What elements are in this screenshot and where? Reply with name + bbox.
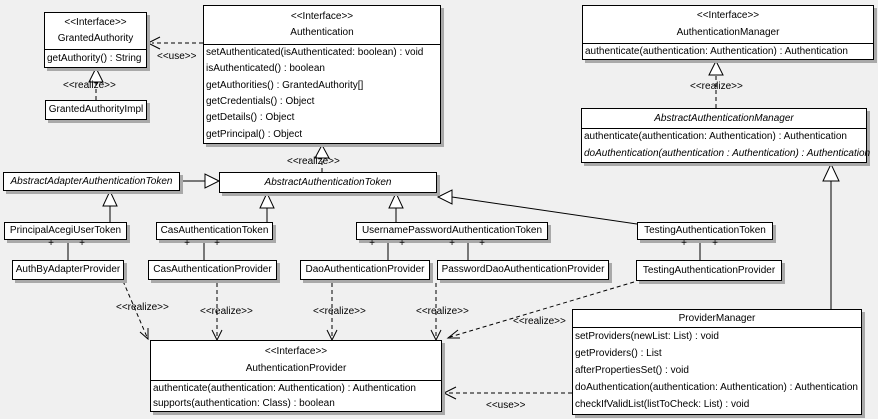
edge-generalize-providermanager-abstractauthenticationmanager[interactable]	[822, 162, 840, 309]
class-method: getCredentials() : Object	[206, 96, 315, 108]
class-granted-authority-impl[interactable]: GrantedAuthorityImpl	[45, 100, 147, 120]
class-method: setAuthenticated(isAuthenticated: boolea…	[206, 47, 424, 59]
edge-generalize-usernamepasswordtoken-abstracttoken[interactable]	[388, 191, 404, 222]
realize-label: <<realize>>	[116, 302, 169, 313]
class-abstract-authentication-manager[interactable]: AbstractAuthenticationManager authentica…	[581, 108, 871, 163]
plus-mark: +	[48, 238, 54, 249]
class-name: AbstractAdapterAuthenticationToken	[10, 175, 173, 187]
class-method: getProviders() : List	[575, 347, 662, 359]
class-authentication[interactable]: <<Interface>> Authentication setAuthenti…	[203, 5, 441, 144]
edge-generalize-principalacegiusertoken-abstractadaptertoken[interactable]	[102, 189, 118, 222]
class-provider-manager[interactable]: ProviderManager setProviders(newList: Li…	[572, 309, 862, 415]
class-method: getAuthority() : String	[47, 52, 142, 64]
class-abstract-adapter-authentication-token[interactable]: AbstractAdapterAuthenticationToken	[3, 172, 180, 191]
class-password-dao-authentication-provider[interactable]: PasswordDaoAuthenticationProvider	[437, 260, 609, 280]
edge-realize-authbyadapterprovider-authenticationprovider[interactable]	[122, 280, 149, 341]
class-method: doAuthentication(authentication : Authen…	[584, 147, 871, 159]
class-testing-authentication-token[interactable]: TestingAuthenticationToken	[637, 222, 773, 240]
class-name: TestingAuthenticationToken	[644, 225, 766, 236]
class-testing-authentication-provider[interactable]: TestingAuthenticationProvider	[636, 260, 782, 281]
realize-label: <<realize>>	[513, 316, 566, 327]
class-stereotype: <<Interface>>	[264, 346, 328, 357]
class-method: supports(authentication: Class) : boolea…	[153, 397, 335, 409]
class-name: ProviderManager	[678, 312, 756, 324]
class-stereotype: <<Interface>>	[696, 10, 760, 22]
class-name: Authentication	[290, 27, 354, 39]
edge-generalize-abstractadaptertoken-abstracttoken[interactable]	[180, 173, 221, 189]
class-method: doAuthentication(authentication: Authent…	[575, 382, 858, 394]
class-name: TestingAuthenticationProvider	[642, 264, 776, 276]
class-name: AuthenticationManager	[676, 26, 780, 38]
class-name: PrincipalAcegiUserToken	[9, 225, 122, 236]
class-dao-authentication-provider[interactable]: DaoAuthenticationProvider	[300, 260, 430, 280]
plus-mark: +	[184, 238, 190, 249]
class-name: GrantedAuthorityImpl	[48, 104, 144, 115]
edge-realize-abstracttoken-authentication[interactable]	[314, 143, 330, 172]
class-method: checkIfValidList(listToCheck: List) : vo…	[575, 399, 750, 411]
class-method: afterPropertiesSet() : void	[575, 364, 689, 376]
class-stereotype: <<Interface>>	[290, 10, 354, 22]
class-name: CasAuthenticationToken	[160, 225, 269, 236]
class-stereotype: <<Interface>>	[64, 17, 127, 28]
class-abstract-authentication-token[interactable]: AbstractAuthenticationToken	[219, 172, 437, 193]
class-principal-acegi-user-token[interactable]: PrincipalAcegiUserToken	[4, 222, 127, 240]
realize-label: <<realize>>	[200, 306, 253, 317]
class-method: authenticate(authentication: Authenticat…	[153, 382, 416, 394]
class-method: authenticate(authentication: Authenticat…	[585, 45, 848, 57]
class-granted-authority[interactable]: <<Interface>> GrantedAuthority getAuthor…	[44, 12, 147, 68]
class-auth-by-adapter-provider[interactable]: AuthByAdapterProvider	[12, 260, 124, 280]
class-method: getPrincipal() : Object	[206, 128, 303, 140]
class-name: DaoAuthenticationProvider	[305, 264, 425, 275]
class-method: getAuthorities() : GrantedAuthority[]	[206, 79, 364, 91]
realize-label: <<realize>>	[63, 80, 116, 91]
class-cas-authentication-provider[interactable]: CasAuthenticationProvider	[148, 260, 277, 280]
plus-mark: +	[399, 238, 405, 249]
plus-mark: +	[449, 238, 455, 249]
class-name: AbstractAuthenticationToken	[264, 176, 392, 188]
class-authentication-manager[interactable]: <<Interface>> AuthenticationManager auth…	[582, 5, 874, 60]
plus-mark: +	[369, 238, 375, 249]
edge-realize-testingprovider-authenticationprovider[interactable]	[446, 281, 635, 339]
edge-generalize-castoken-abstracttoken[interactable]	[259, 191, 275, 222]
plus-mark: +	[214, 238, 220, 249]
edge-use-authentication-grantedauthority[interactable]	[146, 36, 203, 50]
class-name: GrantedAuthority	[57, 33, 134, 44]
class-username-password-authentication-token[interactable]: UsernamePasswordAuthenticationToken	[356, 222, 548, 240]
plus-mark: +	[479, 238, 485, 249]
edge-realize-abstractauthenticationmanager-authenticationmanager[interactable]	[708, 59, 724, 108]
class-method: setProviders(newList: List) : void	[575, 330, 719, 342]
plus-mark: +	[79, 238, 85, 249]
class-name: AuthByAdapterProvider	[15, 264, 121, 275]
plus-mark: +	[712, 238, 718, 249]
class-name: AbstractAuthenticationManager	[654, 112, 794, 124]
class-name: AuthenticationProvider	[245, 363, 347, 374]
class-method: getDetails() : Object	[206, 112, 295, 124]
class-method: authenticate(authentication: Authenticat…	[584, 131, 847, 143]
class-method: isAuthenticated() : boolean	[206, 63, 325, 75]
edge-realize-grantedauthorityimpl-grantedauthority[interactable]	[88, 66, 104, 100]
class-cas-authentication-token[interactable]: CasAuthenticationToken	[156, 222, 273, 240]
realize-label: <<realize>>	[313, 306, 366, 317]
use-label: <<use>>	[157, 51, 197, 62]
class-name: PasswordDaoAuthenticationProvider	[441, 264, 605, 275]
class-name: CasAuthenticationProvider	[153, 264, 272, 275]
class-name: UsernamePasswordAuthenticationToken	[361, 225, 543, 236]
plus-mark: +	[681, 238, 687, 249]
realize-label: <<realize>>	[690, 81, 743, 92]
class-authentication-provider[interactable]: <<Interface>> AuthenticationProvider aut…	[150, 340, 442, 412]
use-label: <<use>>	[486, 400, 526, 411]
realize-label: <<realize>>	[416, 306, 469, 317]
realize-label: <<realize>>	[287, 156, 340, 167]
edge-use-providermanager-authenticationprovider[interactable]	[442, 386, 572, 400]
edge-generalize-testingtoken-abstracttoken[interactable]	[436, 189, 638, 225]
